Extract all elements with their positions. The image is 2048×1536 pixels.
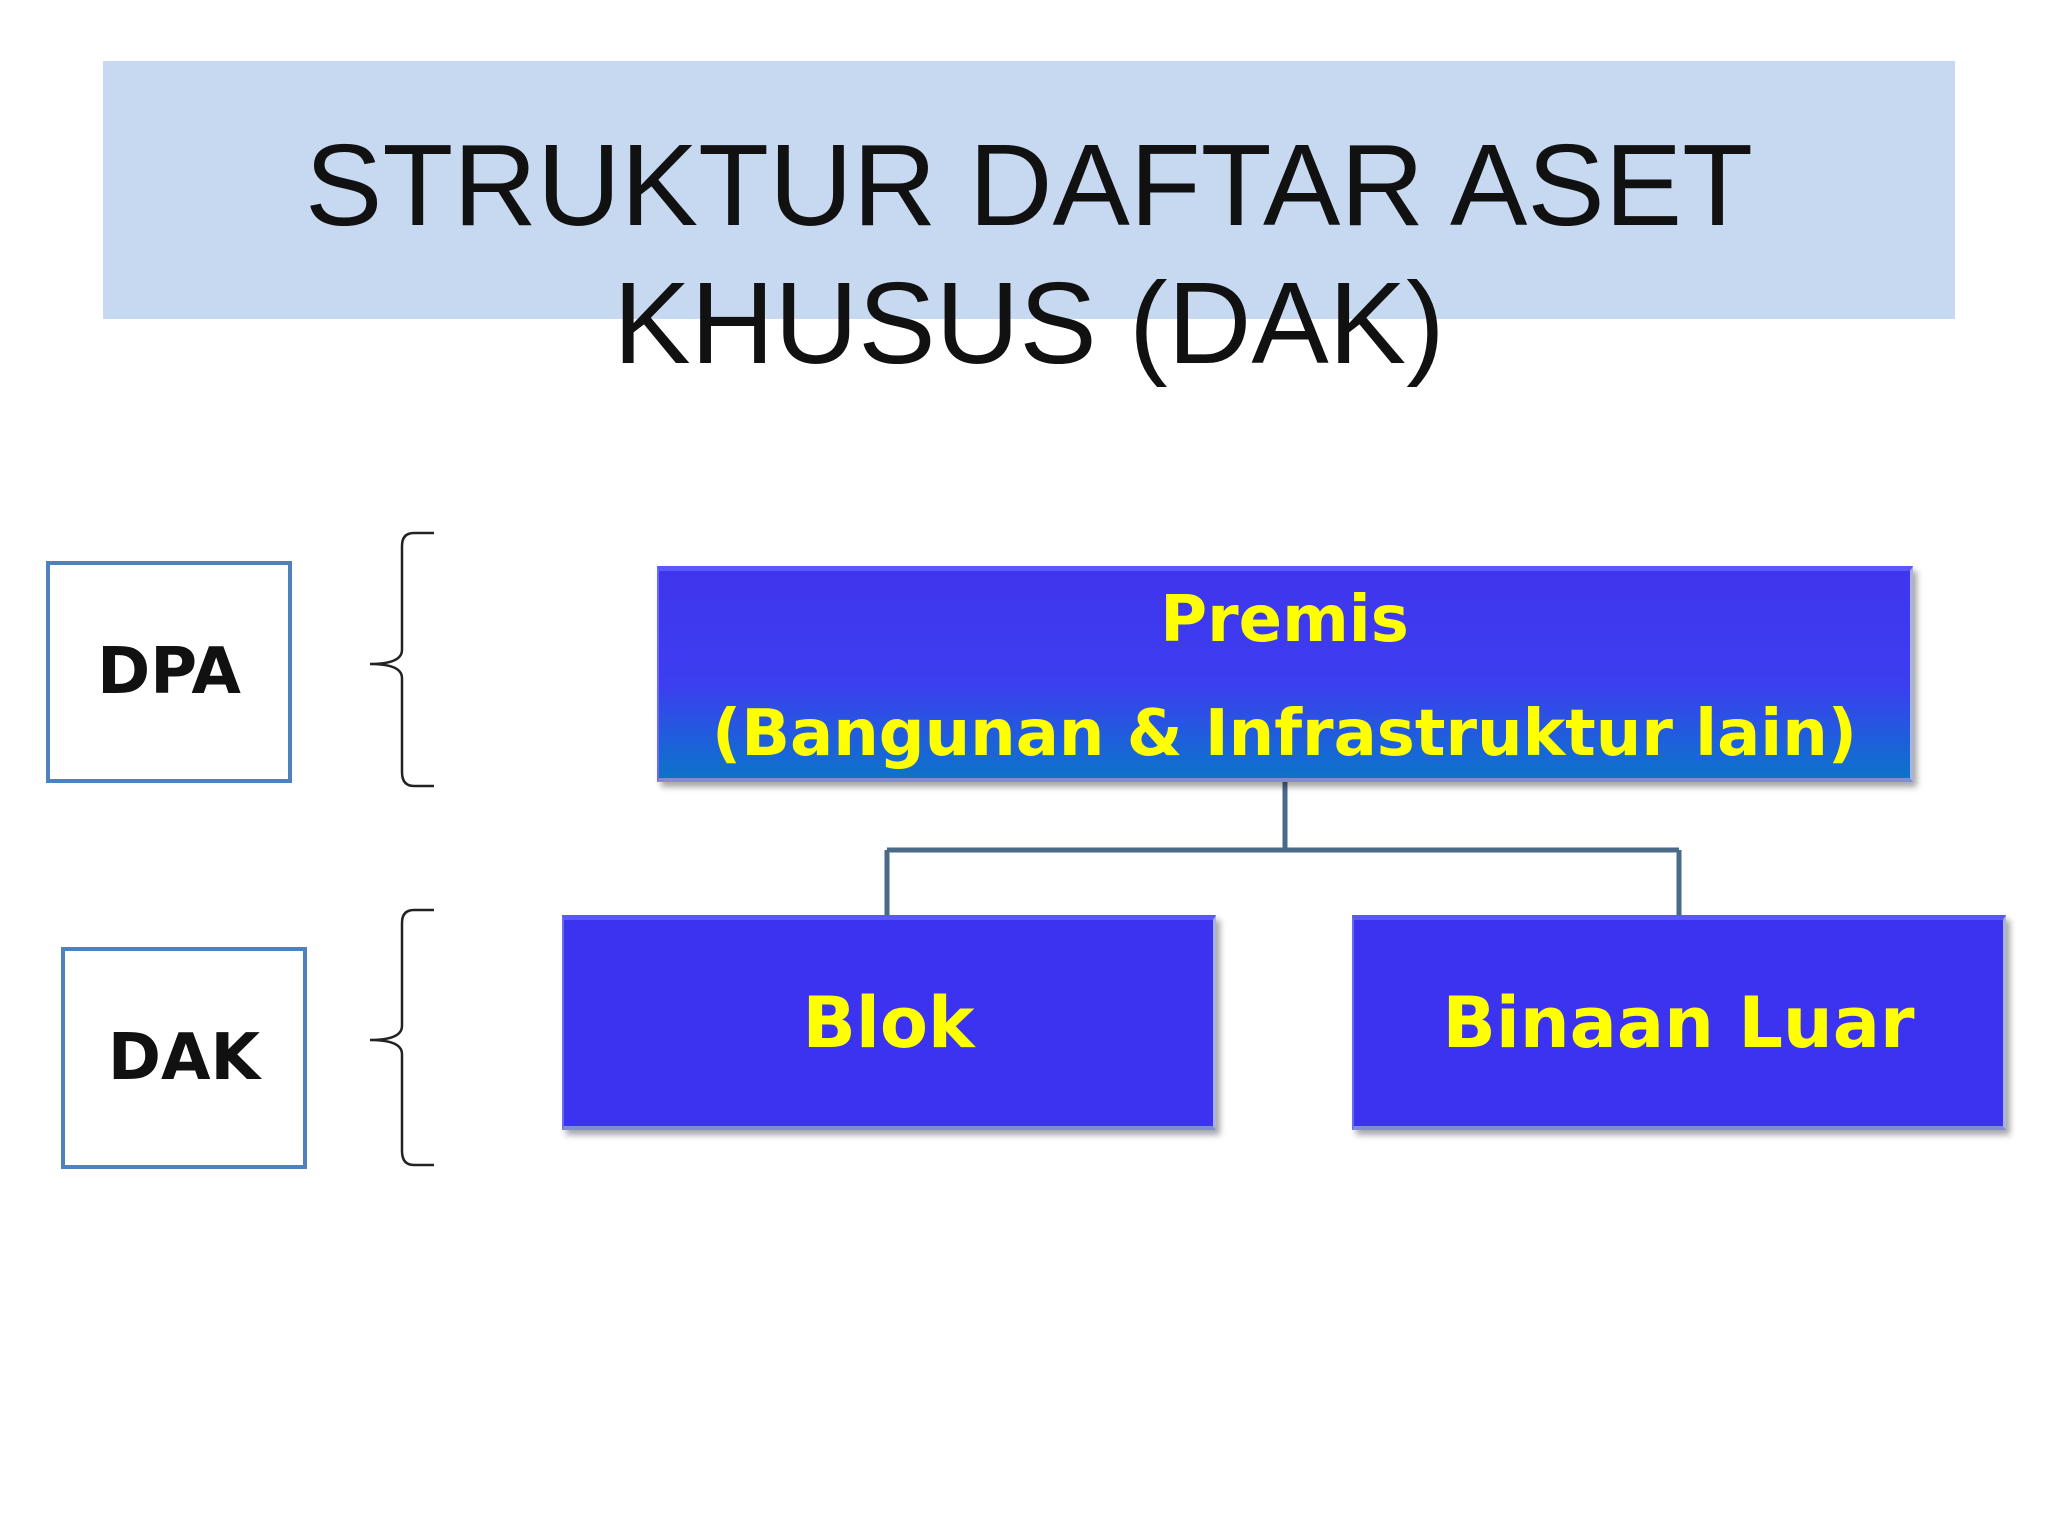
dak-label-box: DAK	[61, 947, 307, 1169]
blok-node: Blok	[562, 915, 1216, 1130]
tree-connector	[884, 782, 1682, 915]
dak-label: DAK	[107, 1021, 261, 1095]
title-line-1: STRUKTUR DAFTAR ASET	[305, 120, 1753, 250]
dpa-brace	[369, 531, 434, 788]
premis-title: Premis	[1160, 583, 1409, 657]
title-line-2: KHUSUS (DAK)	[613, 258, 1445, 388]
dpa-label: DPA	[97, 635, 241, 709]
blok-label: Blok	[802, 982, 975, 1064]
binaan-luar-label: Binaan Luar	[1442, 982, 1915, 1064]
title-banner: STRUKTUR DAFTAR ASET KHUSUS (DAK)	[103, 61, 1955, 388]
binaan-luar-node: Binaan Luar	[1352, 915, 2006, 1130]
premis-node: Premis (Bangunan & Infrastruktur lain)	[657, 566, 1913, 782]
dpa-label-box: DPA	[46, 561, 292, 783]
premis-subtitle: (Bangunan & Infrastruktur lain)	[711, 697, 1858, 771]
dak-brace	[369, 908, 434, 1167]
